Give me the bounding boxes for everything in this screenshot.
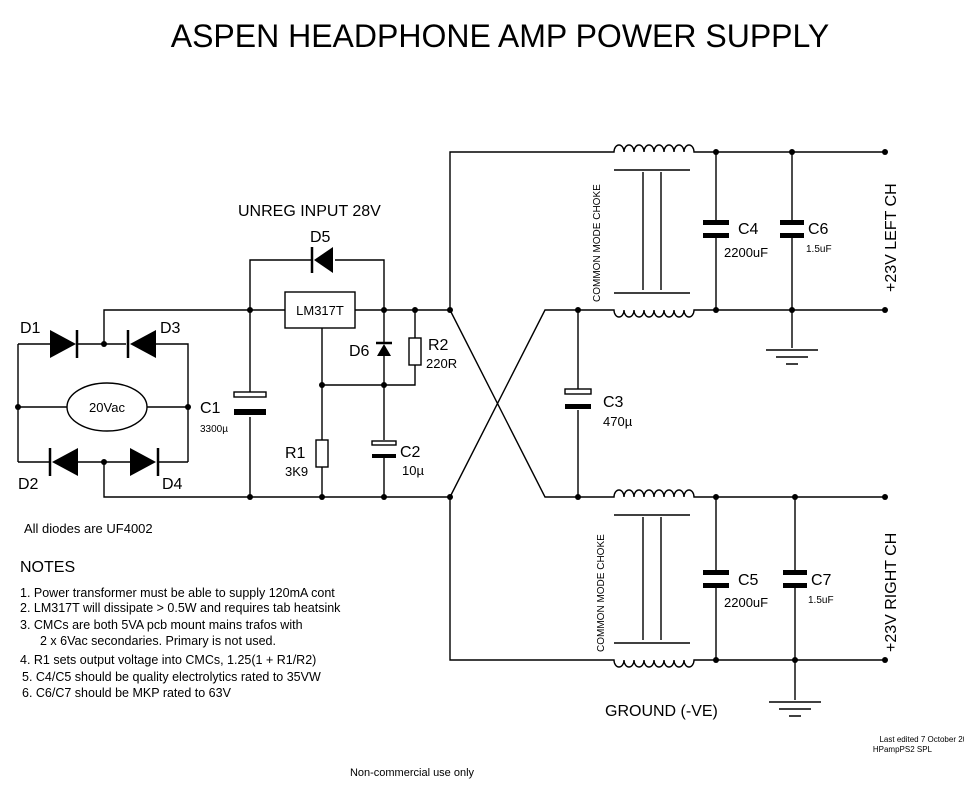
- diode-d2: [48, 448, 78, 476]
- note-item: 3. CMCs are both 5VA pcb mount mains tra…: [20, 618, 303, 632]
- left-channel: COMMON MODE CHOKE C4 2200uF C6 1.5uF +23…: [592, 144, 900, 365]
- c6-value: 1.5uF: [806, 244, 832, 255]
- cmc-right-label: COMMON MODE CHOKE: [596, 534, 607, 652]
- c4-label: C4: [738, 221, 759, 238]
- capacitor-c3: [564, 388, 592, 409]
- d1-label: D1: [20, 320, 41, 337]
- c6-label: C6: [808, 221, 829, 238]
- diode-d5: [310, 247, 333, 273]
- crossover-wiring: C3 470µ: [449, 151, 633, 661]
- c2-label: C2: [400, 444, 421, 461]
- cmc-left-label: COMMON MODE CHOKE: [592, 184, 603, 302]
- cmc-right: [600, 489, 720, 668]
- c7-label: C7: [811, 572, 832, 589]
- c3-value: 470µ: [603, 414, 633, 429]
- resistor-r2: [408, 337, 422, 366]
- capacitor-c6: [780, 220, 804, 238]
- note-item: 4. R1 sets output voltage into CMCs, 1.2…: [20, 653, 316, 667]
- note-item: 2 x 6Vac secondaries. Primary is not use…: [40, 634, 276, 648]
- r2-value: 220R: [426, 356, 457, 371]
- resistor-r1: [315, 439, 329, 468]
- diodes-note: All diodes are UF4002: [24, 521, 153, 536]
- r1-value: 3K9: [285, 464, 308, 479]
- out-right-label: +23V RIGHT CH: [883, 533, 900, 652]
- diode-d4: [130, 448, 160, 476]
- diode-d6: [376, 341, 392, 356]
- capacitor-c5: [703, 570, 729, 588]
- regulator-label: LM317T: [296, 303, 344, 318]
- capacitor-c4: [703, 220, 729, 238]
- out-right-terminal-pos: [882, 494, 888, 500]
- d5-label: D5: [310, 229, 331, 246]
- regulator-section: UNREG INPUT 28V D5 LM317T C1 3300µ R1 3K…: [24, 203, 457, 536]
- capacitor-c7: [783, 570, 807, 588]
- notes-block: NOTES 1. Power transformer must be able …: [20, 559, 341, 700]
- edited-date: Last edited 7 October 2009: [879, 735, 964, 744]
- schematic-title: ASPEN HEADPHONE AMP POWER SUPPLY: [171, 18, 830, 54]
- r1-label: R1: [285, 445, 306, 462]
- c4-value: 2200uF: [724, 245, 768, 260]
- c7-value: 1.5uF: [808, 595, 834, 606]
- r2-label: R2: [428, 337, 449, 354]
- d6-label: D6: [349, 343, 370, 360]
- note-item: 1. Power transformer must be able to sup…: [20, 586, 335, 600]
- out-left-terminal-pos: [882, 149, 888, 155]
- c1-value: 3300µ: [200, 424, 228, 435]
- out-left-terminal-neg: [882, 307, 888, 313]
- out-right-terminal-neg: [882, 657, 888, 663]
- source-label: 20Vac: [89, 400, 125, 415]
- transformer-source: [66, 382, 148, 432]
- diode-d3: [126, 330, 156, 358]
- capacitor-c1: [233, 391, 267, 415]
- footer-note: Non-commercial use only: [350, 767, 475, 779]
- unreg-input-label: UNREG INPUT 28V: [238, 203, 381, 220]
- capacitor-c2: [371, 440, 397, 458]
- diode-d1: [50, 330, 79, 358]
- out-left-label: +23V LEFT CH: [883, 183, 900, 292]
- note-item: 5. C4/C5 should be quality electrolytics…: [22, 670, 321, 684]
- c1-label: C1: [200, 400, 221, 417]
- d3-label: D3: [160, 320, 181, 337]
- ground-symbol-left: [766, 349, 818, 365]
- c5-label: C5: [738, 572, 759, 589]
- lm317-regulator: [284, 291, 356, 329]
- file-name: HPampPS2 SPL: [873, 745, 933, 754]
- note-item: 2. LM317T will dissipate > 0.5W and requ…: [20, 601, 341, 615]
- d2-label: D2: [18, 476, 39, 493]
- cmc-left: [600, 144, 720, 318]
- right-channel: COMMON MODE CHOKE C5 2200uF C7 1.5uF GRO…: [596, 489, 900, 720]
- note-item: 6. C6/C7 should be MKP rated to 63V: [22, 686, 232, 700]
- c5-value: 2200uF: [724, 595, 768, 610]
- c3-label: C3: [603, 394, 624, 411]
- d4-label: D4: [162, 476, 183, 493]
- ground-symbol-right: [769, 701, 821, 717]
- bridge-rectifier: 20Vac D1 D3 D2 D4: [15, 309, 250, 498]
- notes-heading: NOTES: [20, 559, 75, 576]
- ground-label: GROUND (-VE): [605, 703, 718, 720]
- c2-value: 10µ: [402, 463, 424, 478]
